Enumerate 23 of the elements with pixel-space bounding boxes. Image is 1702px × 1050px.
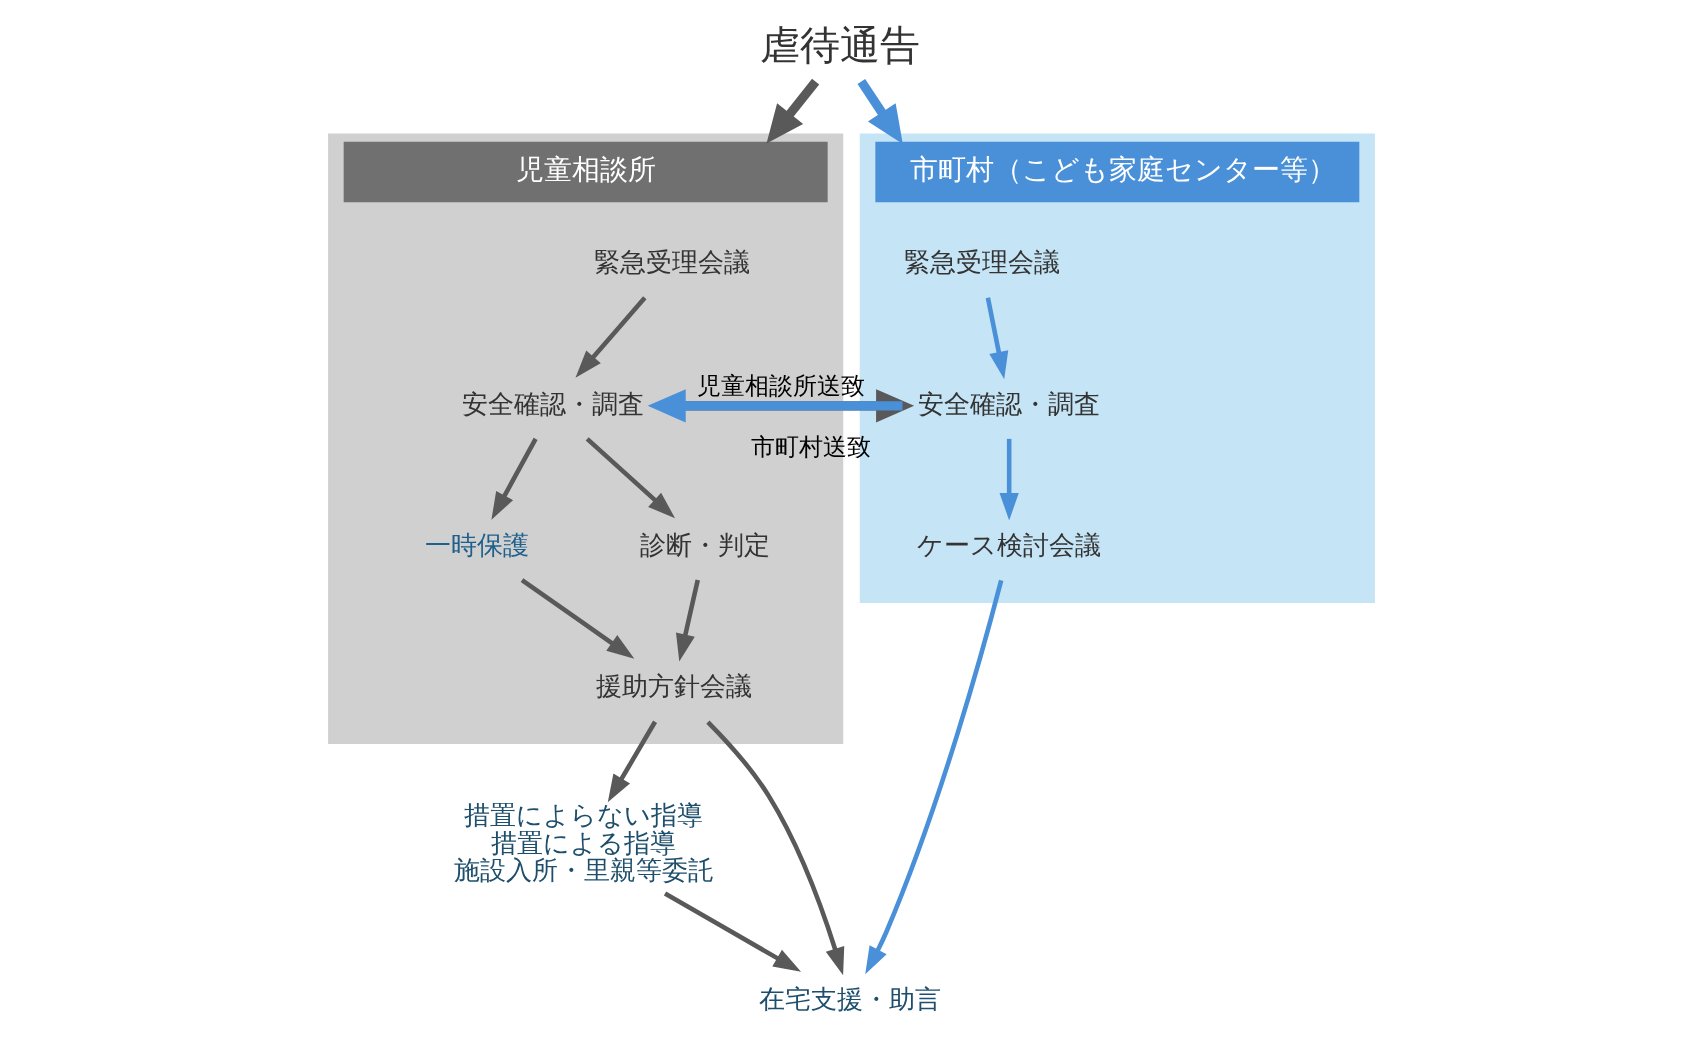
node-text: ケース検討会議 <box>916 529 1101 560</box>
arrow <box>705 720 844 976</box>
node-text: 援助方針会議 <box>595 670 752 701</box>
arrow <box>766 78 819 144</box>
node-text: 虐待通告 <box>760 21 920 69</box>
node-text: 措置によらない指導 措置による指導 施設入所・里親等委託 <box>453 800 714 886</box>
arrow <box>575 296 647 378</box>
node-text: 緊急受理会議 <box>903 247 1060 278</box>
arrow <box>675 579 700 662</box>
arrow <box>663 891 801 972</box>
arrow <box>520 578 634 659</box>
node-text: 緊急受理会議 <box>593 247 750 278</box>
arrow <box>490 437 538 520</box>
node-text: 一時保護 <box>425 529 529 560</box>
node-text: 安全確認・調査 <box>917 388 1100 419</box>
node-text: 診断・判定 <box>639 529 770 560</box>
arrow <box>585 437 675 519</box>
arrow <box>999 438 1019 521</box>
node-text: 在宅支援・助言 <box>758 984 941 1015</box>
arrow <box>857 79 903 145</box>
arrow <box>607 720 657 803</box>
arrow <box>985 297 1008 380</box>
node-text: 安全確認・調査 <box>461 388 644 419</box>
